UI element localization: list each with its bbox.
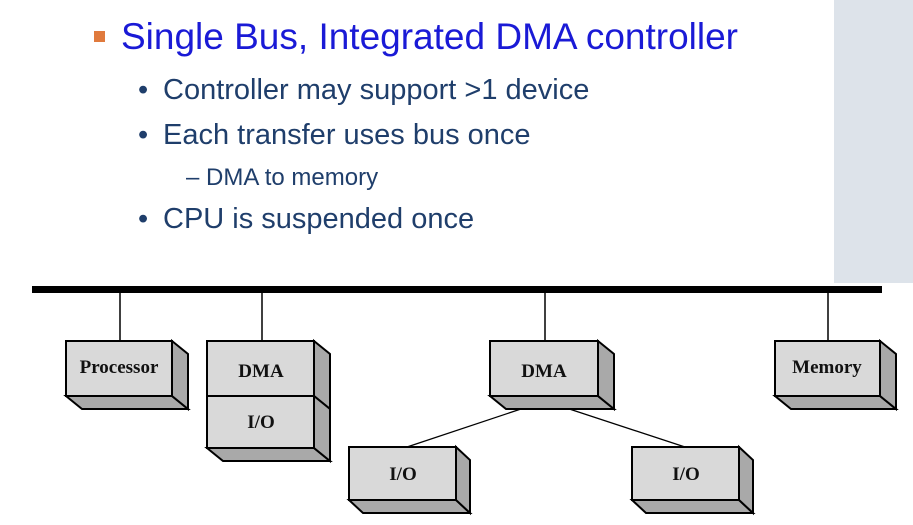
bullet-item: • Controller may support >1 device [138, 74, 589, 107]
dma-left-label: DMA [238, 361, 284, 382]
bullet-dot-icon: • [138, 119, 149, 151]
dma-center-box: DMA [487, 338, 617, 412]
slide-heading: Single Bus, Integrated DMA controller [121, 16, 738, 57]
io-center-left-label: I/O [389, 464, 416, 485]
sub-bullet-item: – DMA to memory [186, 164, 378, 192]
bullet-text: CPU is suspended once [163, 203, 475, 235]
processor-box: Processor [63, 338, 191, 412]
io-left-label: I/O [247, 412, 274, 433]
orange-bullet-icon [94, 31, 105, 42]
slide-text-area: Single Bus, Integrated DMA controller • C… [0, 0, 834, 260]
bullet-text: Each transfer uses bus once [163, 119, 531, 151]
memory-label: Memory [792, 357, 862, 378]
system-bus-line [32, 286, 882, 293]
processor-label: Processor [80, 357, 159, 378]
bullet-item: • CPU is suspended once [138, 203, 474, 236]
bullet-item: • Each transfer uses bus once [138, 119, 531, 152]
bullet-text: Controller may support >1 device [163, 74, 590, 106]
io-left-box: I/O [204, 393, 333, 464]
dma-center-label: DMA [521, 361, 567, 382]
io-center-right-label: I/O [672, 464, 699, 485]
bullet-dot-icon: • [138, 74, 149, 106]
sub-bullet-text: DMA to memory [206, 164, 379, 191]
io-center-right-box: I/O [629, 444, 756, 516]
dash-icon: – [186, 164, 200, 191]
memory-box: Memory [772, 338, 899, 412]
bullet-dot-icon: • [138, 203, 149, 235]
dma-left-box: DMA [206, 338, 331, 412]
io-center-left-box: I/O [346, 444, 473, 516]
